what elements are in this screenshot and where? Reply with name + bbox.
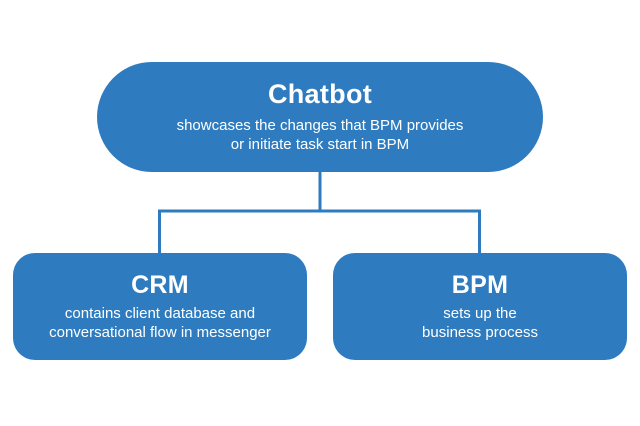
node-chatbot[interactable]: Chatbot showcases the changes that BPM p… — [97, 62, 543, 172]
node-chatbot-title: Chatbot — [267, 79, 373, 110]
node-crm-description: contains client database and conversatio… — [49, 304, 271, 342]
node-chatbot-description-line-2: or initiate task start in BPM — [230, 136, 410, 154]
node-chatbot-description: showcases the changes that BPM provides … — [177, 116, 464, 154]
node-bpm-description-line-2: business process — [422, 324, 538, 342]
node-crm-description-line-2: conversational flow in messenger — [49, 324, 271, 342]
node-crm[interactable]: CRM contains client database and convers… — [13, 253, 307, 360]
node-chatbot-description-line-1: showcases the changes that BPM provides — [176, 117, 464, 135]
node-crm-title: CRM — [131, 270, 189, 299]
node-bpm-description-line-1: sets up the — [443, 305, 517, 323]
node-bpm-description: sets up the business process — [422, 304, 538, 342]
node-bpm-title: BPM — [451, 270, 509, 299]
node-crm-description-line-1: contains client database and — [64, 305, 256, 323]
node-bpm[interactable]: BPM sets up the business process — [333, 253, 627, 360]
